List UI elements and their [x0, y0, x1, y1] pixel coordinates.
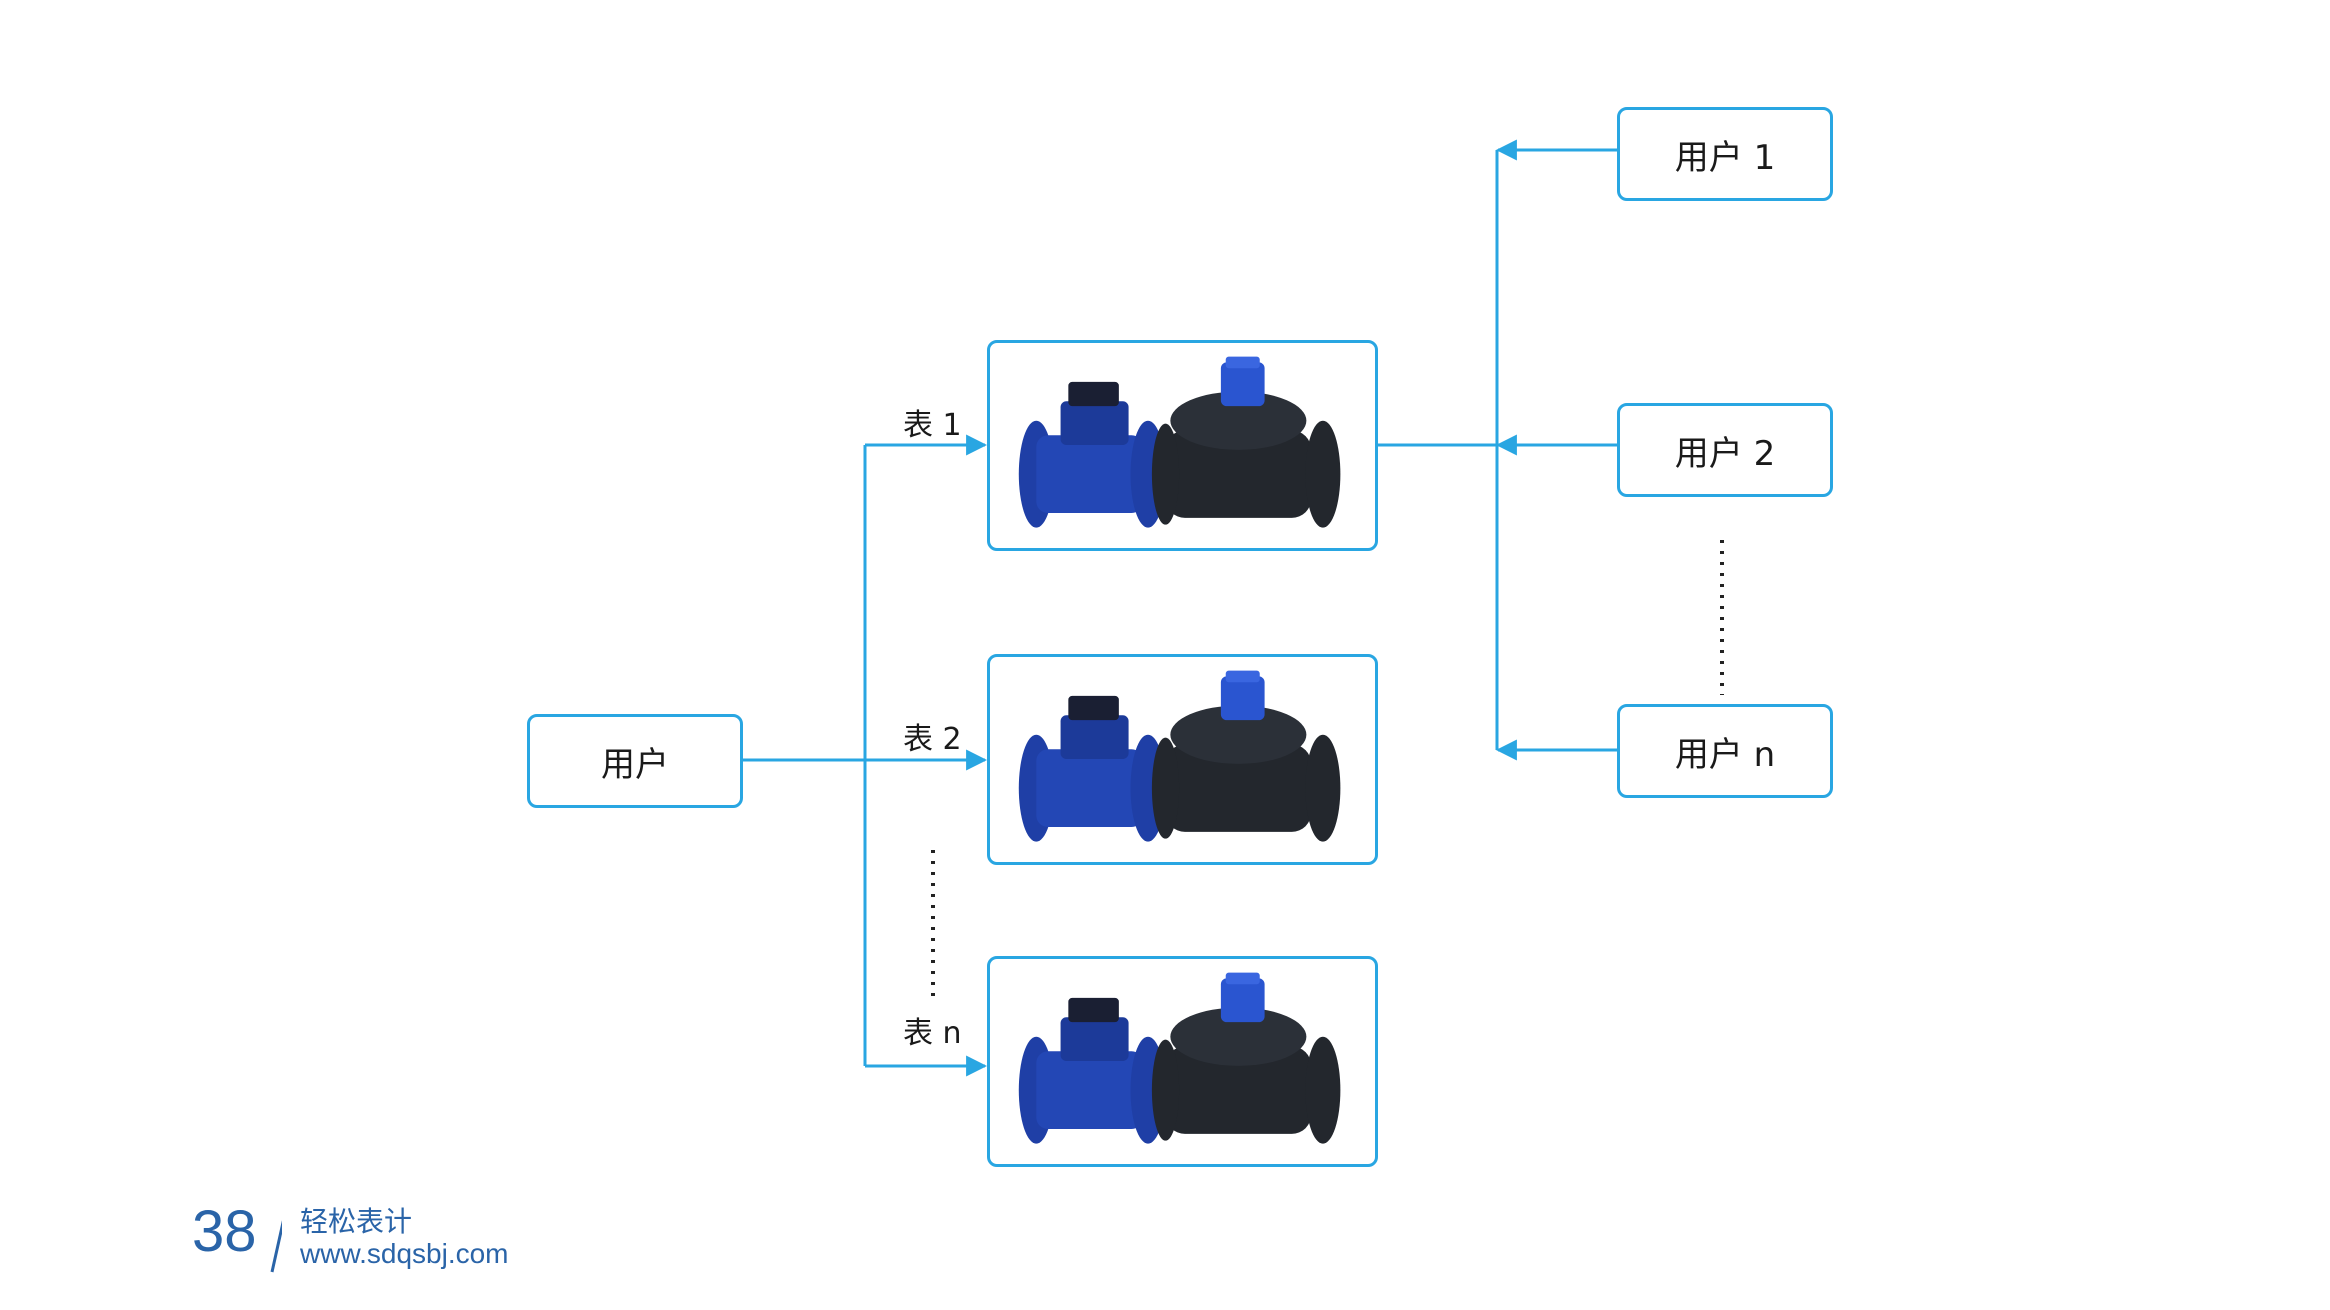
meter-1-edge-label: 表 1 [903, 408, 962, 443]
meter-n-box [987, 956, 1378, 1167]
page-number: 38 [192, 1199, 257, 1264]
target-user-2-label: 用户 2 [1674, 433, 1776, 474]
water-meter-valve-icon [1018, 972, 1341, 1144]
footer-url: www.sdqsbj.com [300, 1238, 509, 1269]
meter-2-edge-label: 表 2 [903, 722, 962, 757]
target-user-n-box: 用户 n [1617, 704, 1833, 798]
meter-n-edge-label: 表 n [903, 1016, 962, 1051]
water-meter-valve-icon [1018, 356, 1341, 528]
source-user-box: 用户 [527, 714, 743, 808]
source-user-label: 用户 [601, 744, 669, 785]
target-user-1-label: 用户 1 [1674, 137, 1776, 178]
water-meter-valve-icon [1018, 670, 1341, 842]
footer-brand: 轻松表计 [300, 1205, 413, 1238]
meter-1-box [987, 340, 1378, 551]
target-user-1-box: 用户 1 [1617, 107, 1833, 201]
target-user-n-label: 用户 n [1674, 734, 1776, 775]
meter-2-box [987, 654, 1378, 865]
footer-divider [270, 1220, 282, 1273]
target-user-2-box: 用户 2 [1617, 403, 1833, 497]
